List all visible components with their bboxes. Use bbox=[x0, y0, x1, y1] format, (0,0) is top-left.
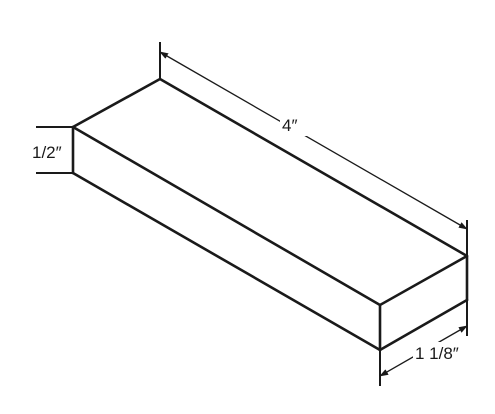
length-label-background bbox=[280, 112, 308, 136]
length-label: 4″ bbox=[282, 116, 297, 135]
board-front-face bbox=[73, 127, 380, 350]
height-label: 1/2″ bbox=[32, 143, 62, 162]
height-dimension: 1/2″ bbox=[32, 126, 73, 174]
width-dimension: 1 1/8″ bbox=[379, 300, 468, 386]
board-bottom-edge bbox=[71, 171, 382, 352]
width-label-background bbox=[413, 342, 467, 364]
length-dimension: 4″ bbox=[159, 42, 468, 256]
width-label: 1 1/8″ bbox=[415, 344, 459, 363]
board bbox=[71, 77, 469, 352]
length-dimension-line bbox=[159, 51, 468, 230]
